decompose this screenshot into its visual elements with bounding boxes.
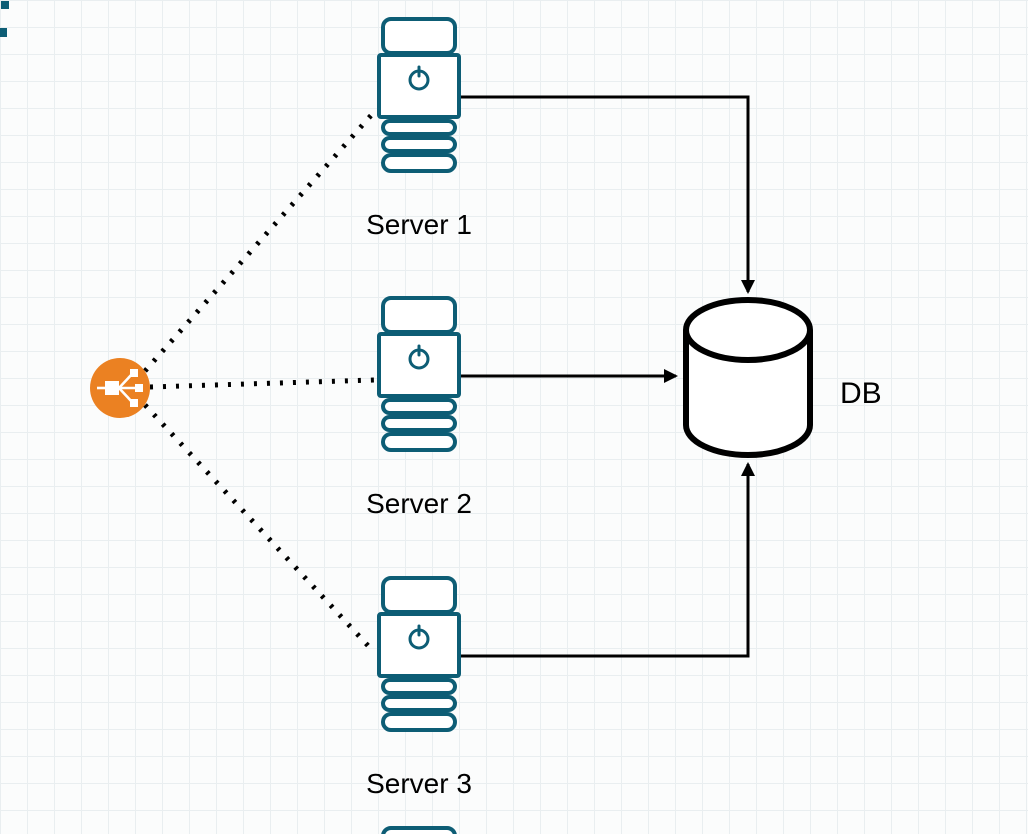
db-label[interactable]: DB [840, 377, 882, 410]
database-cylinder-icon [683, 297, 813, 458]
lb-glyph-node-square [135, 384, 143, 392]
connector-lb-server2[interactable] [149, 377, 375, 390]
connector-lb-server1[interactable] [143, 110, 376, 373]
connector-server1-db[interactable] [460, 95, 755, 294]
lb-glyph-node-square [130, 369, 138, 377]
load-balancer-icon [97, 369, 143, 407]
server-2-icon[interactable] [377, 296, 461, 452]
database-cylinder-top-arc [683, 329, 813, 363]
server-3-label[interactable]: Server 3 [366, 768, 472, 799]
server-3-icon[interactable] [377, 576, 461, 732]
server-2-label[interactable]: Server 2 [366, 488, 472, 519]
lb-glyph-node-square [130, 399, 138, 407]
server-1-node[interactable]: Server 1 [366, 17, 472, 240]
server-3-node[interactable]: Server 3 [366, 576, 472, 799]
connector-lb-server3[interactable] [143, 403, 374, 652]
load-balancer-node[interactable] [90, 358, 150, 418]
canvas-artifact [1, 1, 9, 9]
lb-glyph-center-square [105, 381, 119, 395]
connector-server3-db[interactable] [460, 462, 755, 658]
offscreen-server-fragment[interactable] [381, 826, 457, 834]
server-1-icon[interactable] [377, 17, 461, 173]
canvas-artifact [0, 28, 7, 37]
connectors-layer [143, 95, 755, 658]
server-1-label[interactable]: Server 1 [366, 209, 472, 240]
server-2-node[interactable]: Server 2 [366, 296, 472, 519]
database-node[interactable]: DB [683, 297, 882, 458]
